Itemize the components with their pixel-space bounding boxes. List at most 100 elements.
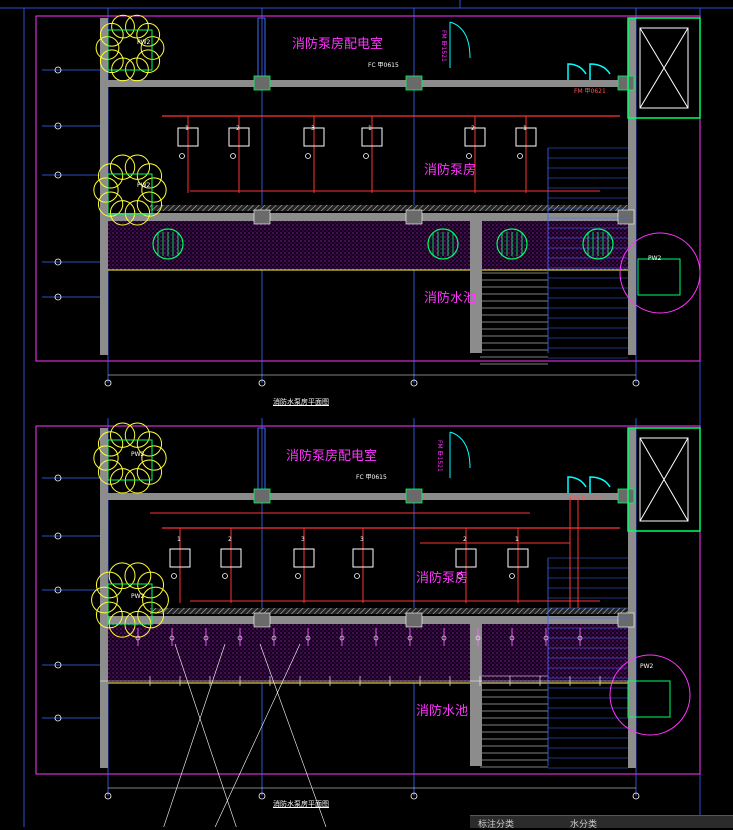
plan-1-column-mid-2 [617, 209, 635, 225]
pump-number-2-4: 3 [360, 536, 364, 543]
plan-2-pump-box-5 [507, 548, 529, 568]
plan-2-valve-5 [509, 573, 515, 579]
plan-1-pump-box-0 [177, 127, 199, 147]
plan-1-pool-hatch [108, 221, 628, 270]
room-label-distribution-2: 消防泵房配电室 [286, 449, 378, 464]
plan-1-axis-bubble-0 [54, 66, 62, 74]
plan-1-door-side [449, 21, 471, 68]
plan-1-column-mid-1 [405, 209, 423, 225]
statusbar-annotation-category[interactable]: 标注分类 [478, 820, 515, 830]
plan-2-wall-top [100, 493, 636, 500]
plan-2-cloud-pw2-a-lobe [93, 445, 119, 471]
plan-1-valve-3 [363, 153, 369, 159]
plan-2-wall-pool-divider [470, 624, 482, 766]
plan-1-axis-bubble-2 [54, 171, 62, 179]
pump-number-1-4: 1 [368, 125, 372, 132]
plan-1-pump-box-5 [515, 127, 537, 147]
statusbar-water-category[interactable]: 水分类 [570, 820, 598, 830]
plan-1-valve-2 [305, 153, 311, 159]
plan-2-pump-box-0 [169, 548, 191, 568]
plan-2-grid-bubble-1 [258, 792, 266, 800]
plan-1-cloud-pw2-a-lobe [136, 22, 161, 47]
pump-number-2-1: 1 [177, 536, 181, 543]
plan-2-column-mid-2 [617, 612, 635, 628]
plan-2-drain-point [237, 635, 243, 641]
equipment-tag-pw2-c-2: PW2 [640, 663, 654, 670]
plan-1-pump-box-1 [228, 127, 250, 147]
equipment-tag-pw2-c-1: PW2 [648, 255, 662, 262]
plan-1-wall-mid [100, 213, 636, 221]
plan-2-drain-point [577, 635, 583, 641]
plan-1-grid-bubble-3 [632, 379, 640, 387]
plan-2-drain-point [169, 635, 175, 641]
plan-1-cloud-pw2-a-lobe [111, 14, 135, 39]
plan-2-grid-bubble-3 [632, 792, 640, 800]
plan-2-axis-bubble-2 [54, 586, 62, 594]
plan-1-cloud-pw2-a-lobe [99, 49, 124, 74]
pump-number-1-3: 3 [311, 125, 315, 132]
plan-1-pump-box-2 [303, 127, 325, 147]
plan-1-grid-bubble-1 [258, 379, 266, 387]
plan-2-valve-0 [171, 573, 177, 579]
plan-2-cloud-pw2-b-lobe [108, 562, 136, 590]
plan-2-drain-point [135, 635, 141, 641]
plan-1-suction-ring-0 [152, 228, 184, 260]
plan-1-axis-bubble-3 [54, 258, 62, 266]
pump-number-1-6: 1 [523, 125, 527, 132]
plan-2-valve-3 [354, 573, 360, 579]
door-tag-fc-1: FC 甲0615 [368, 62, 399, 69]
plan-1-pump-box-4 [464, 127, 486, 147]
plan-2-grid-bubble-2 [410, 792, 418, 800]
plan-1-pw2-box-b [107, 173, 153, 215]
plan-2-door-double [567, 476, 611, 493]
plan-2-pool-hatch [108, 624, 628, 683]
plan-1-axis-bubble-4 [54, 293, 62, 301]
plan-2-leader-2 [163, 643, 226, 827]
door-tag-fm-h-1: FM 甲0621 [574, 88, 606, 95]
plan-1-valve-0 [179, 153, 185, 159]
plan-1-column-top [257, 17, 266, 81]
plan-2-cloud-pw2-b-lobe [91, 586, 118, 614]
plan-2-leader-3 [214, 643, 301, 827]
plan-2-cloud-pw2-a-lobe [109, 422, 136, 448]
plan-2-cloud-pw2-a-lobe [136, 431, 163, 457]
plan-2-wall-right [628, 428, 636, 768]
plan-2-drain-point [509, 635, 515, 641]
plan-2-pump-box-2 [293, 548, 315, 568]
plan-1-column-mid-0 [253, 209, 271, 225]
pump-number-2-5: 2 [463, 536, 467, 543]
door-tag-fm-v-2: FM 甲1521 [436, 440, 443, 472]
room-label-pump-room-1: 消防泵房 [424, 163, 477, 178]
plan-1-cloud-pw2-b-lobe [109, 154, 136, 180]
plan-1-wall-hatch [150, 205, 628, 211]
plan-1-cloud-pw2-b-lobe [93, 177, 119, 203]
plan-1-cloud-pw2-b-lobe [141, 177, 167, 203]
plan-2-cloud-pw2-a-lobe [141, 445, 167, 471]
plan-1-suction-ring-2 [496, 228, 528, 260]
plan-2-axis-bubble-0 [54, 474, 62, 482]
door-tag-fm-h-2: FM 甲0621 [570, 495, 602, 502]
pump-number-1-1: 1 [185, 125, 189, 132]
plan-1-column-1 [405, 75, 423, 91]
plan-1-shaft-x2 [639, 27, 689, 109]
plan-1-valve-1 [230, 153, 236, 159]
plan-2-grid-bubble-0 [104, 792, 112, 800]
plan-2-pw2-box-c [627, 680, 671, 718]
plan-1-cloud-pw2-b-lobe [136, 163, 163, 189]
plan-2-leader-1 [174, 643, 237, 827]
plan-1-pw2-box-a [107, 29, 153, 71]
plan-2-drain-point [441, 635, 447, 641]
door-tag-fc-2: FC 甲0615 [356, 474, 387, 481]
plan-1-valve-5 [517, 153, 523, 159]
plan-1-shaft-box [639, 27, 689, 109]
pump-number-1-5: 2 [471, 125, 475, 132]
drawing-title-1: 消防水泵房平面图 [273, 398, 329, 406]
plan-2-drain-point [543, 635, 549, 641]
plan-1-grid-bubble-2 [410, 379, 418, 387]
plan-1-suction-ring-1 [427, 228, 459, 260]
plan-1-cloud-pw2-a-lobe [125, 57, 149, 82]
room-label-pool-1: 消防水池 [424, 291, 477, 306]
plan-2-door-side [449, 431, 471, 478]
equipment-tag-pw2-b-1: PW2 [137, 182, 151, 189]
